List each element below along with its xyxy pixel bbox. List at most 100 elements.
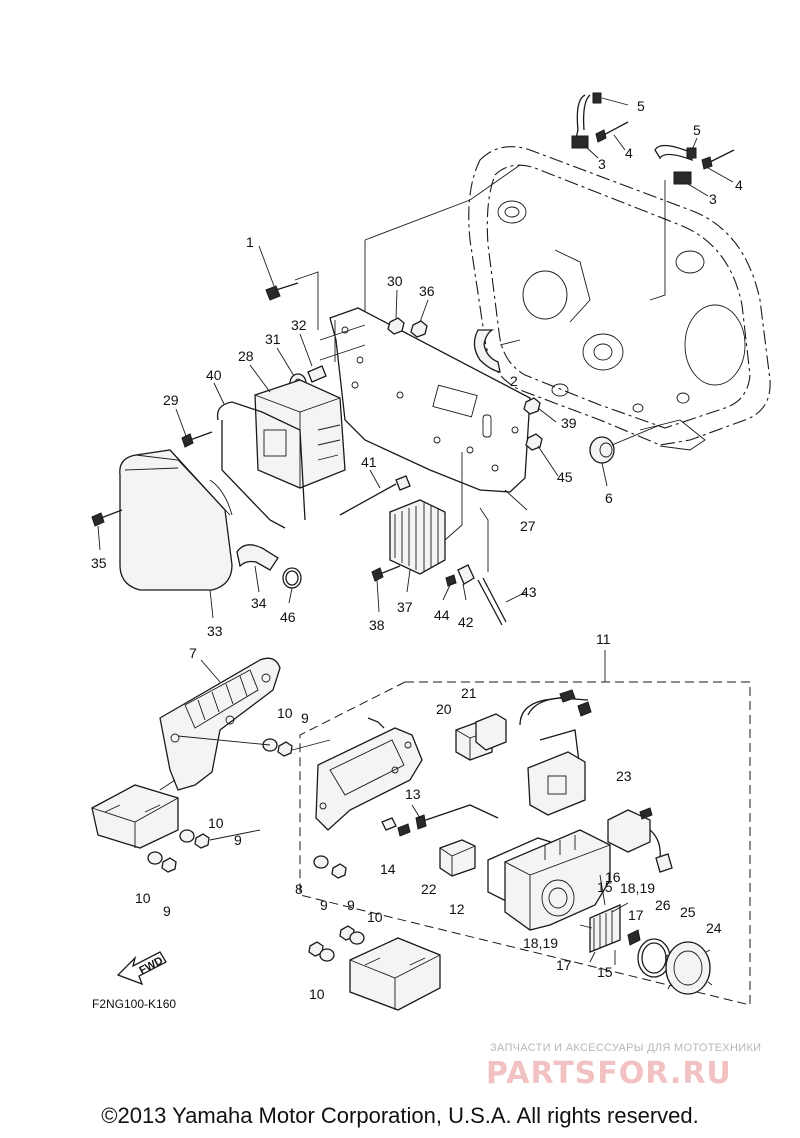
callout-3-right: 3	[709, 191, 717, 207]
copyright-notice: ©2013 Yamaha Motor Corporation, U.S.A. A…	[101, 1103, 699, 1128]
callout-4-right: 4	[735, 177, 743, 193]
bolt-35	[91, 509, 123, 527]
callout-labels: 1 2 3 3 4 4 5 5 6 7 8 9 9 9 9 9 10 10 10…	[91, 98, 743, 1002]
callout-33: 33	[207, 623, 223, 639]
electrical-box-body	[504, 829, 611, 931]
callout-6: 6	[605, 490, 613, 506]
watermark-logo: PARTSFOR.RU	[486, 1056, 732, 1091]
callout-15-upper: 15	[597, 879, 613, 895]
clip-3-upper	[571, 135, 589, 149]
callout-29: 29	[163, 392, 179, 408]
clip-3-right	[673, 171, 692, 185]
rectifier-regulator-37	[389, 452, 463, 575]
callout-34: 34	[251, 595, 267, 611]
nut-9-b	[194, 833, 210, 849]
callout-9-e: 9	[347, 897, 355, 913]
callout-9-d: 9	[320, 897, 328, 913]
grommet-6	[589, 424, 661, 464]
callout-10-e: 10	[309, 986, 325, 1002]
callout-10-d: 10	[367, 909, 383, 925]
relay-21	[475, 713, 507, 751]
nut-9-c	[161, 857, 177, 873]
callout-3-upper: 3	[598, 156, 606, 172]
band-40	[216, 401, 306, 529]
callout-31: 31	[265, 331, 281, 347]
assembly-11-boundary	[299, 681, 751, 1006]
grommet-2	[473, 329, 521, 373]
callout-4-upper: 4	[625, 145, 633, 161]
screw-44	[445, 574, 457, 587]
fuse-holder-13	[411, 804, 499, 830]
callout-10-b: 10	[208, 815, 224, 831]
callout-1: 1	[246, 234, 254, 250]
callout-21: 21	[461, 685, 477, 701]
callout-9-a: 9	[301, 710, 309, 726]
callout-42: 42	[458, 614, 474, 630]
callout-27: 27	[520, 518, 536, 534]
callout-20: 20	[436, 701, 452, 717]
wire-harness-top	[519, 689, 592, 783]
bolt-41	[339, 475, 411, 516]
callout-35: 35	[91, 555, 107, 571]
callout-28: 28	[238, 348, 254, 364]
callout-22: 22	[421, 881, 437, 897]
engine-housing-outline	[468, 146, 771, 451]
clamp-34	[236, 544, 279, 571]
callout-5-right: 5	[693, 122, 701, 138]
cable-tie-5-upper	[575, 92, 602, 139]
callout-13: 13	[405, 786, 421, 802]
callout-45: 45	[557, 469, 573, 485]
band-43	[477, 507, 507, 626]
callout-18-19-right: 18,19	[620, 880, 655, 896]
fwd-label: FWD	[137, 955, 165, 977]
callout-9-c: 9	[163, 903, 171, 919]
callout-41: 41	[361, 454, 377, 470]
callout-14: 14	[380, 861, 396, 877]
callout-7: 7	[189, 645, 197, 661]
washer-10-c	[147, 851, 163, 865]
bracket-plate-27	[329, 307, 531, 493]
plug-4-right	[701, 149, 735, 170]
callout-39: 39	[561, 415, 577, 431]
callout-37: 37	[397, 599, 413, 615]
nut-39	[523, 397, 541, 415]
washer-10-b	[179, 829, 195, 843]
callout-40: 40	[206, 367, 222, 383]
callout-32: 32	[291, 317, 307, 333]
callout-43: 43	[521, 584, 537, 600]
bolt-29	[181, 431, 213, 448]
callout-38: 38	[369, 617, 385, 633]
callout-10-a: 10	[277, 705, 293, 721]
bracket-left	[91, 784, 179, 849]
callout-15-lower: 15	[597, 964, 613, 980]
callout-18-19-left: 18,19	[523, 935, 558, 951]
callout-17-right: 17	[628, 907, 644, 923]
watermark-tagline: ЗАПЧАСТИ И АКСЕССУАРЫ ДЛЯ МОТОТЕХНИКИ	[490, 1042, 762, 1054]
callout-23: 23	[616, 768, 632, 784]
callout-44: 44	[434, 607, 450, 623]
holder-42	[457, 564, 475, 585]
callout-11: 11	[596, 631, 611, 647]
nut-36	[410, 320, 428, 338]
callout-leaders	[97, 97, 734, 683]
callout-5-upper: 5	[637, 98, 645, 114]
switch-23	[607, 807, 673, 873]
callout-36: 36	[419, 283, 435, 299]
box-cover-upper	[527, 751, 586, 816]
box-cover-plate	[315, 717, 423, 831]
callout-24: 24	[706, 920, 722, 936]
starter-relay-22	[439, 839, 476, 877]
callout-25: 25	[680, 904, 696, 920]
callout-9-b: 9	[234, 832, 242, 848]
callout-2: 2	[510, 373, 518, 389]
guide-7	[159, 657, 281, 791]
nut-30	[387, 317, 405, 335]
callout-10-c: 10	[135, 890, 151, 906]
plug-26	[627, 929, 641, 946]
nut-9-a	[277, 741, 293, 757]
cover-33	[119, 449, 233, 591]
bolt-38	[371, 565, 401, 582]
terminal-blocks-15-16-17	[579, 874, 629, 965]
washer-10-d	[349, 931, 365, 945]
